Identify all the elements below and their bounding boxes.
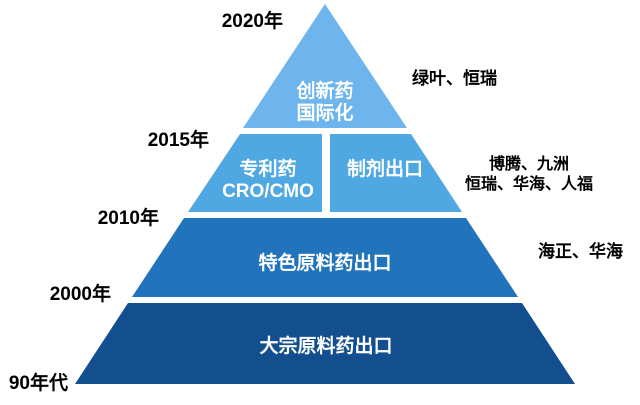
era-label-2015: 2015年	[148, 128, 209, 151]
level-bulk-api-shape	[75, 303, 575, 384]
era-label-2000: 2000年	[50, 282, 111, 305]
level-bulk-api-label: 大宗原料药出口	[259, 334, 392, 357]
annotation-innovation-companies: 绿叶、恒瑞	[412, 68, 497, 88]
level-patent-label-line2: CRO/CMO	[222, 181, 314, 202]
level-innovation-label-line1: 创新药	[295, 79, 353, 102]
level-innovation-label-line2: 国际化	[296, 101, 353, 124]
level-specialty-api-shape	[132, 218, 518, 297]
annotation-specialty-api-companies: 海正、华海	[538, 241, 623, 261]
level-specialty-api-label: 特色原料药出口	[258, 251, 391, 274]
era-label-2010: 2010年	[98, 206, 159, 229]
level-innovation-shape	[243, 4, 407, 128]
annotation-level2-companies-line1: 博腾、九洲	[489, 154, 569, 173]
level-patent-label-line1: 专利药	[239, 157, 296, 180]
era-label-90s: 90年代	[9, 371, 68, 394]
annotation-level2-companies-line2: 恒瑞、华海、人福	[465, 174, 593, 193]
era-label-2020: 2020年	[222, 9, 283, 32]
level-formulation-label: 制剂出口	[347, 157, 423, 180]
level-patent-cro-cmo-shape	[188, 134, 322, 212]
level-formulation-export-shape	[330, 134, 462, 212]
